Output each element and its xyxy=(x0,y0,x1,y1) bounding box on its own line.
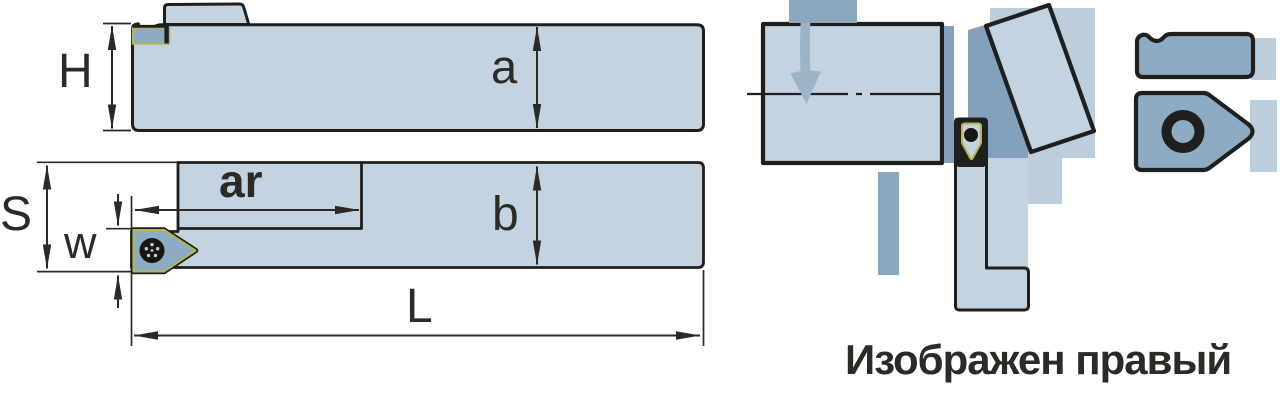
clamp-detail xyxy=(1134,31,1256,80)
side-view-insert-pocket xyxy=(131,26,171,45)
rotation-arrow xyxy=(790,2,821,104)
insert-detail xyxy=(1133,90,1255,173)
holder-shadow-tall xyxy=(987,158,1028,270)
insert-screw-torx-dots xyxy=(144,242,160,258)
insert-detail-shadow xyxy=(1250,100,1277,172)
dim-label-L: L xyxy=(406,280,433,333)
clamp-detail-shadow xyxy=(1251,38,1276,80)
dim-label-a: a xyxy=(491,40,518,93)
dim-label-ar: ar xyxy=(219,155,263,207)
kerf-strip xyxy=(944,26,954,163)
dim-label-H: H xyxy=(58,45,93,98)
insert-detail-hole xyxy=(1161,110,1205,153)
figure-caption: Изображен правый xyxy=(845,336,1232,383)
clamp-tilted xyxy=(983,2,1097,155)
machining-schematic xyxy=(747,0,1277,312)
side-view xyxy=(103,2,705,132)
side-view-body xyxy=(131,22,705,132)
rotation-arrow-band xyxy=(789,0,857,23)
dim-label-w: w xyxy=(64,217,97,268)
dim-label-S: S xyxy=(0,188,33,241)
holder-insert-screw xyxy=(964,128,978,142)
side-view-clamp xyxy=(163,2,250,26)
dim-label-b: b xyxy=(492,188,519,241)
front-view xyxy=(37,161,705,346)
front-view-body xyxy=(130,161,705,269)
front-view-recess-step xyxy=(178,163,363,230)
cutoff-strip xyxy=(878,172,899,275)
